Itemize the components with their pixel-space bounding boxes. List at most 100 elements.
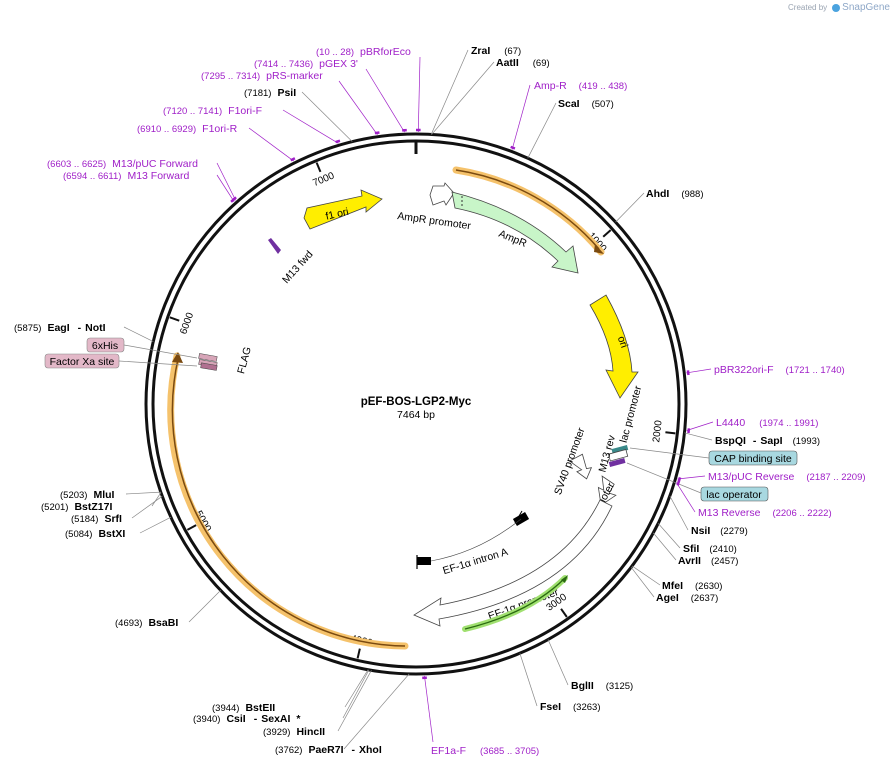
bsabi-enzyme: (4693)BsaBI: [115, 617, 178, 629]
psii-enzyme: (7181)PsiI: [244, 87, 296, 99]
enzyme-leader-line: [527, 102, 557, 159]
enzyme-leader-line: [631, 565, 661, 586]
hincii-enzyme: (3929)HincII: [263, 726, 325, 738]
primer-leader-line: [511, 84, 531, 150]
mfei-enzyme: MfeI(2630): [662, 580, 722, 592]
enzyme-leader-line: [653, 532, 677, 561]
agei-enzyme: AgeI(2637): [656, 592, 718, 604]
enzyme-leader-line: [519, 653, 538, 707]
snapgene-logo-icon: [832, 3, 841, 12]
primer-leader-line: [365, 68, 405, 133]
f1ori-r-primer: (6910 .. 6929)F1ori-R: [137, 123, 238, 135]
primer-binding-mark: [374, 131, 380, 135]
avrii-enzyme: AvrII(2457): [678, 555, 738, 567]
enzyme-leader-line: [139, 516, 172, 534]
enzyme-leader-line: [657, 523, 681, 549]
ef1a-green-line: [464, 577, 566, 630]
enzyme-leader-line: [684, 432, 713, 441]
primer-binding-mark: [230, 197, 236, 203]
m13-puc-forward-primer: (6603 .. 6625)M13/pUC Forward: [47, 158, 198, 170]
ori-arrow: [589, 294, 639, 399]
enzyme-leader-line: [615, 192, 645, 223]
primer-binding-mark: [686, 370, 690, 376]
primer-leader-line: [424, 675, 434, 743]
enzyme-leader-line: [123, 326, 154, 342]
primer-binding-mark: [290, 157, 296, 162]
enzyme-leader-line: [151, 492, 162, 507]
csii-sexai-enzyme: (3940)CsiI-SexAI*: [193, 713, 301, 725]
lac-promoter-box: [608, 449, 629, 462]
prs-marker-primer: (7295 .. 7314)pRS-marker: [201, 70, 323, 82]
primer-leader-line: [216, 174, 235, 202]
tick-mark: [560, 608, 568, 618]
tick-mark: [169, 316, 180, 322]
enzyme-leader-line: [131, 495, 163, 519]
enzyme-leader-line: [188, 590, 221, 623]
primer-leader-line: [677, 475, 706, 480]
sfii-enzyme: SfiI(2410): [683, 543, 737, 555]
primer-leader-line: [248, 127, 294, 162]
f1-ori-arrow: [303, 189, 383, 230]
ampr-promoter-label: AmpR promoter: [397, 210, 473, 232]
cap-binding-box: CAP binding site: [629, 447, 798, 466]
ef1a-f-primer: EF1a-F(3685 .. 3705): [431, 745, 539, 757]
primer-leader-line: [282, 109, 339, 144]
orf-brown-line: [171, 358, 406, 647]
cap-binding-label: CAP binding site: [714, 453, 792, 465]
enzyme-leader-line: [630, 566, 655, 598]
pbrforeco-primer: (10 .. 28)pBRforEco: [316, 46, 411, 58]
paer7i-xhoi-enzyme: (3762)PaeR7I-XhoI: [275, 744, 382, 756]
flag-tag-marks: [198, 353, 218, 371]
bsteii-enzyme: (3944)BstEII: [212, 702, 275, 714]
six-his-label: 6xHis: [92, 340, 118, 352]
bspqi-sapi-enzyme: BspQI-SapI(1993): [715, 435, 820, 447]
tick-label: 7000: [311, 170, 336, 189]
primer-leader-line: [216, 162, 236, 201]
enzyme-leader-line: [547, 639, 569, 686]
factor-xa-box: Factor Xa site: [44, 353, 198, 369]
fsei-enzyme: FseI(3263): [540, 701, 600, 713]
snapgene-watermark: Created by SnapGene: [788, 2, 890, 13]
ampr-brown-line: [455, 169, 600, 250]
enzyme-leader-line: [301, 91, 353, 142]
f1-ori-label: f1 ori: [324, 206, 349, 223]
enzyme-leader-line: [669, 495, 689, 531]
m13-reverse-primer: M13 Reverse(2206 .. 2222): [698, 507, 832, 519]
amp-r-primer: Amp-R(419 .. 438): [534, 80, 627, 92]
pgex3-primer: (7414 .. 7436)pGEX 3': [254, 58, 358, 70]
m13-forward-primer: (6594 .. 6611)M13 Forward: [63, 170, 189, 182]
primer-leader-line: [338, 80, 378, 135]
primer-labels: (10 .. 28)pBRforEco (7414 .. 7436)pGEX 3…: [47, 46, 866, 757]
f1ori-f-primer: (7120 .. 7141)F1ori-F: [163, 105, 262, 117]
sv40-promoter-arrow-2: [597, 475, 617, 506]
cap-site-mark: [611, 445, 629, 455]
primer-binding-mark: [335, 139, 341, 144]
six-his-box: 6xHis: [86, 337, 198, 359]
enzyme-leader-line: [430, 49, 469, 135]
ori-label: ori: [615, 335, 630, 350]
sv40-promoter-arrow-1: [568, 453, 593, 480]
m13-fwd-arrow: [268, 238, 281, 254]
tick-mark: [186, 524, 197, 531]
lac-operator-box: lac operator: [626, 462, 769, 502]
primer-binding-mark: [676, 480, 681, 486]
bstxi-enzyme: (5084)BstXI: [65, 528, 125, 540]
m13-fwd-label: M13 fwd: [280, 248, 316, 286]
pbr322ori-f-primer: pBR322ori-F(1721 .. 1740): [714, 364, 845, 376]
eagi-noti-enzyme: (5875)EagI-NotI: [14, 322, 106, 334]
ef1a-promoter-arrow: [413, 499, 613, 627]
plasmid-name: pEF-BOS-LGP2-Myc: [361, 396, 472, 408]
enzyme-leader-line: [125, 491, 161, 495]
enzyme-labels: ZraI(67) AatII(69) ScaI(507) AhdI(988) B…: [14, 45, 820, 756]
label-leader-lines: [123, 49, 714, 750]
ampr-arrow: [451, 191, 579, 274]
ef1a-intron-a: [416, 510, 530, 569]
bstz17i-enzyme: (5201)BstZ17I: [41, 501, 112, 513]
orf-orange-arrowhead: [172, 352, 183, 363]
primer-leader-line: [676, 482, 696, 513]
enzyme-leader-line: [344, 669, 369, 708]
primer-leader-line: [686, 368, 712, 374]
tick-mark: [315, 162, 322, 173]
tick-label: 2000: [651, 419, 664, 443]
enzyme-leader-line: [431, 61, 495, 135]
